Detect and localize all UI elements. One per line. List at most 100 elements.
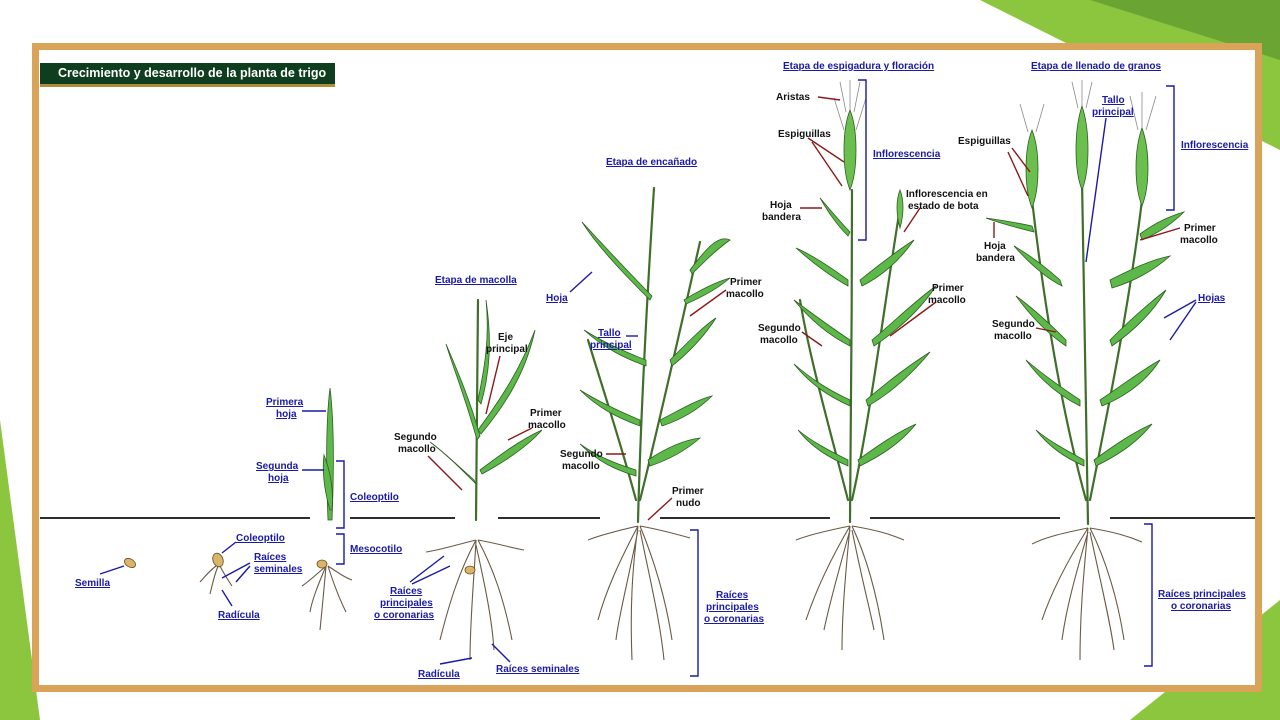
label-coleoptilo: Coleoptilo xyxy=(236,533,285,544)
label-primer-nudo-l2: nudo xyxy=(676,498,700,509)
leader-espiguillas-2b xyxy=(1007,151,1029,197)
label-espiguillas: Espiguillas xyxy=(778,129,831,140)
grain-filling-stage: Etapa de llenado de granos Espiguillas T… xyxy=(958,61,1249,667)
label-hoja-bandera-l2: bandera xyxy=(762,212,801,223)
tiller-leaf-3 xyxy=(479,429,543,475)
heading-boot-inflorescence xyxy=(896,188,904,230)
filling-leaf-2 xyxy=(1013,245,1063,287)
label-segunda-hoja-l2: hoja xyxy=(268,473,289,484)
label-primer-macollo-4-l2: macollo xyxy=(1180,235,1218,246)
stage-title-encanado: Etapa de encañado xyxy=(606,157,697,168)
label-tallo-principal-2-l1: Tallo xyxy=(1102,95,1125,106)
label-raices-principales-l1: Raíces xyxy=(390,586,423,597)
bracket-mesocotilo xyxy=(336,533,345,565)
heading-awns xyxy=(833,80,867,131)
label-raices-principales-3-l2: o coronarias xyxy=(1171,601,1231,612)
tillering-stage: Etapa de macolla Eje principal Segundo m… xyxy=(374,275,580,680)
label-raices-principales-2-l1: Raíces xyxy=(716,590,749,601)
heading-tiller-1 xyxy=(850,206,902,502)
label-primer-nudo-l1: Primer xyxy=(672,486,704,497)
filling-leaf-6 xyxy=(1025,359,1081,407)
label-segundo-macollo-3-l1: Segundo xyxy=(758,323,801,334)
label-segundo-macollo-4-l1: Segundo xyxy=(992,319,1035,330)
leader-primer-macollo xyxy=(507,427,533,441)
tiller-seed xyxy=(464,565,476,575)
seed-stage: Semilla xyxy=(75,558,136,589)
heading-spike xyxy=(843,108,857,192)
label-raices-principales-2-l2: principales xyxy=(706,602,759,613)
filling-leaf-1 xyxy=(1139,211,1186,241)
label-inflorescencia: Inflorescencia xyxy=(873,149,941,160)
label-segundo-macollo-4-l2: macollo xyxy=(994,331,1032,342)
leader-radicula xyxy=(221,589,233,607)
filling-leaf-4 xyxy=(1015,295,1067,347)
leader-raices-seminales-a xyxy=(221,562,251,579)
leader-semilla xyxy=(99,565,125,575)
bracket-inflorescencia-2 xyxy=(1166,85,1175,211)
label-aristas: Aristas xyxy=(776,92,810,103)
heading-leaf-7 xyxy=(797,429,849,467)
heading-stage: Etapa de espigadura y floración Aristas … xyxy=(758,61,988,651)
label-segundo-macollo-l1: Segundo xyxy=(394,432,437,443)
label-primer-macollo-4-l1: Primer xyxy=(1184,223,1216,234)
heading-flag-leaf xyxy=(819,197,851,237)
tiller-main-stem xyxy=(474,298,480,522)
heading-leaf-6 xyxy=(865,351,931,407)
label-primer-macollo-3-l1: Primer xyxy=(932,283,964,294)
label-primer-macollo-3-l2: macollo xyxy=(928,295,966,306)
heading-leaf-5 xyxy=(793,363,851,407)
label-segundo-macollo-2-l1: Segundo xyxy=(560,449,603,460)
label-tallo-principal-l1: Tallo xyxy=(598,328,621,339)
label-primer-macollo-l2: macollo xyxy=(528,420,566,431)
tiller-leaf-4 xyxy=(429,441,477,485)
elongation-leaf-9 xyxy=(647,437,702,467)
label-tallo-principal-2-l2: principal xyxy=(1092,107,1134,118)
label-primera-hoja-l1: Primera xyxy=(266,397,304,408)
label-raices-principales-l3: o coronarias xyxy=(374,610,434,621)
label-segundo-macollo-3-l2: macollo xyxy=(760,335,798,346)
label-segundo-macollo-2-l2: macollo xyxy=(562,461,600,472)
leader-primer-macollo-2 xyxy=(689,289,727,317)
filling-spike-3 xyxy=(1025,128,1039,210)
bracket-inflorescencia xyxy=(858,79,867,241)
leader-segundo-macollo-4 xyxy=(1035,327,1057,333)
leader-inflorescencia-bota xyxy=(903,207,921,233)
leader-hojas-a xyxy=(1163,299,1197,319)
stem-elongation-stage: Etapa de encañado Hoja Tallo principal P… xyxy=(546,157,764,677)
heading-leaf-8 xyxy=(857,423,917,467)
heading-main-stem xyxy=(848,188,854,524)
tiller-roots xyxy=(425,539,525,661)
bracket-raices-principales-2 xyxy=(690,529,699,677)
heading-leaf-2 xyxy=(859,239,915,287)
elongation-leaf-6 xyxy=(579,389,641,427)
filling-leaf-8 xyxy=(1035,429,1085,467)
elongation-roots xyxy=(587,525,691,661)
heading-leaf-3 xyxy=(793,299,851,347)
label-raices-seminales-l1: Raíces xyxy=(254,552,287,563)
filling-flag-leaf xyxy=(985,217,1035,233)
elongation-main-stem xyxy=(636,186,656,524)
elongation-leaf-2 xyxy=(683,277,731,305)
elongation-tiller-1 xyxy=(638,240,702,502)
label-primer-macollo-2-l1: Primer xyxy=(730,277,762,288)
leader-hojas-b xyxy=(1169,301,1197,341)
leader-aristas xyxy=(817,96,841,101)
seedling-roots xyxy=(301,565,353,631)
label-raices-seminales-2: Raíces seminales xyxy=(496,664,580,675)
tiller-leaf-2 xyxy=(477,329,536,435)
heading-roots xyxy=(795,525,905,651)
tiller-leaf-5 xyxy=(477,299,490,405)
filling-main-stem xyxy=(1080,178,1090,526)
leader-eje-principal xyxy=(485,355,501,415)
elongation-leaf-7 xyxy=(659,395,714,427)
filling-leaf-9 xyxy=(1093,423,1153,467)
seedling-seed xyxy=(316,559,328,569)
heading-tiller-2 xyxy=(798,298,850,502)
leader-primer-nudo xyxy=(647,497,673,521)
leader-radicula-2 xyxy=(439,657,473,665)
leader-segundo-macollo xyxy=(427,455,463,491)
label-primera-hoja-l2: hoja xyxy=(276,409,297,420)
leader-espiguillas-a xyxy=(807,137,845,163)
label-segundo-macollo-l2: macollo xyxy=(398,444,436,455)
filling-awns xyxy=(1019,80,1157,133)
